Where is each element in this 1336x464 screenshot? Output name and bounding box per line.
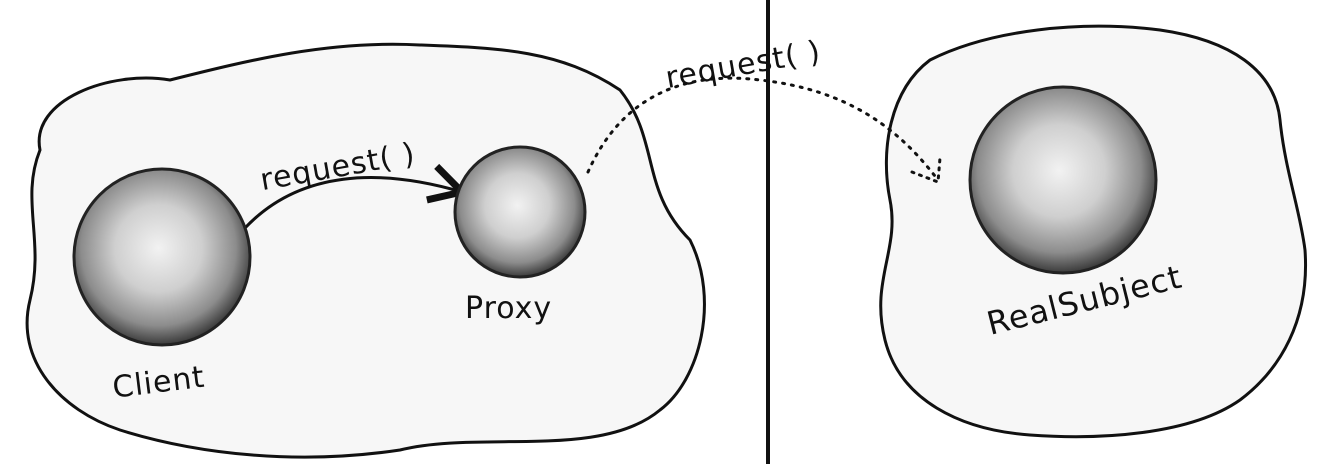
remote-request-arrowhead (910, 156, 942, 185)
client-sphere (72, 167, 252, 347)
remote-request-path (586, 76, 940, 182)
proxy-label: Proxy (465, 291, 552, 326)
real-subject-sphere (968, 85, 1158, 275)
proxy-sphere (453, 145, 587, 279)
local-request-arrow (243, 178, 462, 230)
